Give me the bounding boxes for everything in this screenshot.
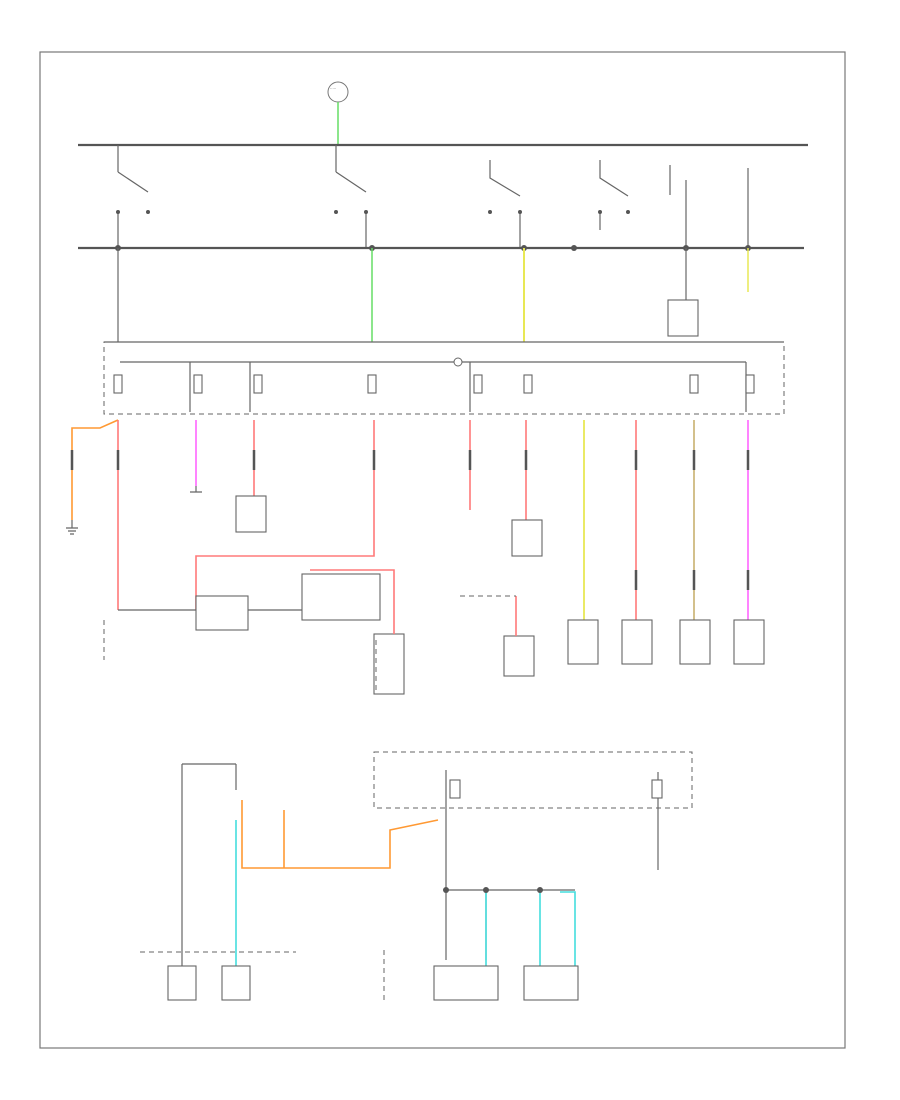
connector-icon: [70, 450, 750, 590]
switch-icon: [116, 145, 749, 248]
battery-source-icon: ·····: [327, 81, 349, 103]
fuse-box: [103, 341, 785, 415]
fuse-icon: [113, 374, 755, 394]
ground-icon: [66, 486, 202, 535]
svg-text:·····: ·····: [330, 86, 336, 91]
diagram-frame: [39, 51, 846, 1049]
